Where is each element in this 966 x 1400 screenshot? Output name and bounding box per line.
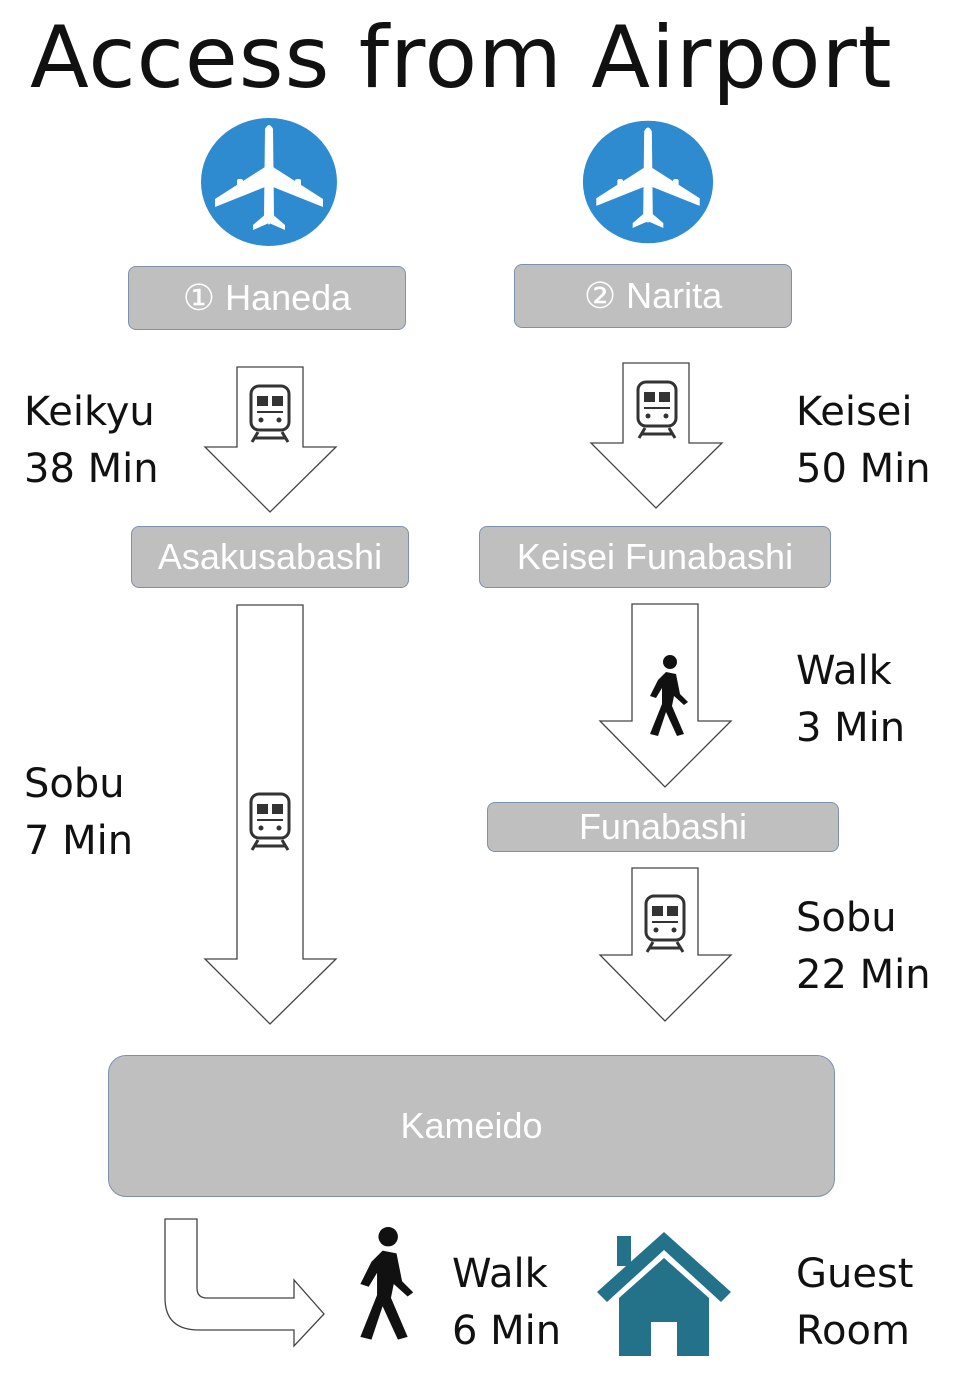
walking-person-icon: [360, 1226, 414, 1340]
leg-walk-final-label: Walk 6 Min: [452, 1246, 561, 1360]
leg-time: 22 Min: [796, 952, 931, 998]
leg-sobu-right-label: Sobu 22 Min: [796, 890, 931, 1004]
station-label: Keisei Funabashi: [516, 536, 794, 577]
station-funabashi: Funabashi: [487, 802, 839, 852]
station-label: Kameido: [400, 1105, 543, 1146]
destination-label: Guest Room: [796, 1246, 913, 1360]
leg-line: Keikyu: [24, 389, 155, 435]
station-kameido: Kameido: [108, 1055, 835, 1197]
train-icon: [249, 384, 291, 443]
leg-line: Keisei: [796, 389, 913, 435]
page-title: Access from Airport: [30, 8, 893, 108]
house-icon: [597, 1232, 731, 1356]
walking-person-icon: [650, 655, 688, 736]
leg-line: Walk: [796, 648, 892, 694]
airport-narita-box: ② Narita: [514, 264, 792, 328]
airport-narita-label: ② Narita: [583, 275, 723, 316]
airplane-icon: [582, 120, 714, 244]
train-icon: [644, 894, 686, 953]
airport-haneda-label: ① Haneda: [182, 277, 352, 318]
arrow-down-sobu-right: [598, 867, 733, 1022]
leg-line: Walk: [452, 1251, 548, 1297]
station-asakusabashi: Asakusabashi: [131, 526, 409, 588]
airport-haneda-box: ① Haneda: [128, 266, 406, 330]
leg-keikyu-label: Keikyu 38 Min: [24, 384, 159, 498]
leg-time: 3 Min: [796, 705, 906, 751]
airplane-icon: [201, 118, 337, 246]
station-label: Funabashi: [578, 806, 748, 847]
arrow-down-sobu-left: [203, 604, 338, 1025]
leg-time: 7 Min: [24, 818, 134, 864]
train-icon: [249, 792, 291, 851]
train-icon: [636, 380, 678, 439]
leg-time: 50 Min: [796, 446, 931, 492]
leg-time: 38 Min: [24, 446, 159, 492]
leg-sobu-left-label: Sobu 7 Min: [24, 756, 133, 870]
station-keisei-funabashi: Keisei Funabashi: [479, 526, 831, 588]
leg-walk-funabashi-label: Walk 3 Min: [796, 643, 905, 757]
leg-keisei-label: Keisei 50 Min: [796, 384, 931, 498]
destination-line2: Room: [796, 1308, 910, 1354]
destination-line1: Guest: [796, 1251, 914, 1297]
arrow-bent-right: [164, 1218, 325, 1348]
leg-time: 6 Min: [452, 1308, 562, 1354]
leg-line: Sobu: [796, 895, 897, 941]
station-label: Asakusabashi: [157, 536, 383, 577]
leg-line: Sobu: [24, 761, 125, 807]
